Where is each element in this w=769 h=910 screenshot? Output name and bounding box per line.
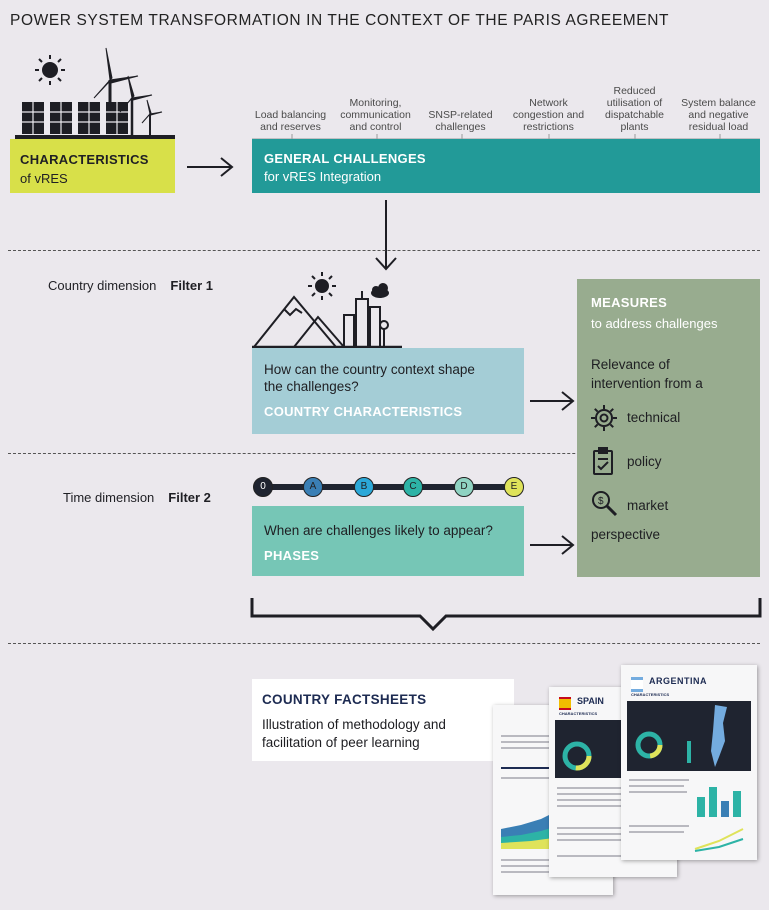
challenge-label-snsp: SNSP-related challenges [428, 109, 493, 133]
challenge-label-load-balancing: Load balancing and reserves [254, 109, 327, 133]
separator-3 [8, 643, 760, 644]
phases-box: When are challenges likely to appear? PH… [252, 506, 524, 576]
spain-title: SPAIN [577, 696, 604, 706]
separator-2 [8, 453, 760, 454]
phase-dot-b: B [354, 477, 374, 497]
measure-technical: technical [627, 410, 681, 425]
perspective-text: perspective [591, 527, 661, 542]
arrow-right-icon [530, 391, 575, 411]
country-question: How can the country context shape the ch… [264, 362, 475, 394]
solar-wind-illustration [15, 47, 175, 139]
measures-box: MEASURES to address challenges Relevance… [577, 279, 760, 577]
phase-dot-c: C [403, 477, 423, 497]
sun-icon [308, 272, 336, 300]
phase-dot-a: A [303, 477, 323, 497]
page-title: POWER SYSTEM TRANSFORMATION IN THE CONTE… [10, 12, 670, 29]
characteristics-box: CHARACTERISTICS of vRES [10, 139, 175, 193]
country-characteristics-box: How can the country context shape the ch… [252, 348, 524, 434]
phases-title: PHASES [264, 548, 320, 563]
city-buildings-icon [343, 291, 389, 348]
magnifier-coin-icon: $ [592, 491, 618, 517]
factsheets-subtitle: Illustration of methodology and facilita… [262, 717, 446, 750]
spain-section: CHARACTERISTICS [559, 711, 598, 716]
sun-icon [35, 55, 65, 85]
svg-text:$: $ [598, 496, 604, 507]
country-factsheets-box: COUNTRY FACTSHEETS Illustration of metho… [252, 679, 514, 761]
solar-panel-icon [15, 102, 175, 139]
line-chart-thumbnail [694, 828, 744, 852]
clipboard-check-icon [593, 447, 613, 475]
separator-1 [8, 250, 760, 251]
challenge-label-system-balance: System balance and negative residual loa… [681, 97, 756, 133]
country-characteristics-title: COUNTRY CHARACTERISTICS [264, 404, 463, 419]
spain-flag-icon [559, 697, 571, 710]
general-challenges-box: GENERAL CHALLENGES for vRES Integration [252, 139, 760, 193]
challenge-label-dispatchable: Reduced utilisation of dispatchable plan… [605, 85, 664, 133]
phase-dot-e: E [504, 477, 524, 497]
argentina-section: CHARACTERISTICS [631, 692, 670, 697]
challenge-label-network: Network congestion and restrictions [512, 97, 585, 133]
argentina-dark-panel [627, 701, 751, 771]
gear-icon [591, 405, 617, 431]
argentina-title: ARGENTINA [649, 676, 707, 686]
general-challenges-title: GENERAL CHALLENGES [264, 151, 426, 166]
factsheets-title: COUNTRY FACTSHEETS [262, 692, 427, 707]
arrow-right-icon [187, 157, 234, 177]
relevance-text: Relevance of intervention from a [591, 357, 703, 391]
mountain-icon [253, 295, 345, 348]
mountain-city-illustration [252, 272, 402, 349]
phase-dot-0: 0 [253, 477, 273, 497]
characteristics-subtitle: of vRES [20, 171, 68, 186]
phases-timeline-line [264, 484, 515, 490]
measure-market: market [627, 498, 669, 513]
bar-chart-thumbnail [697, 787, 741, 817]
measure-policy: policy [627, 454, 662, 469]
arrow-down-icon [375, 200, 397, 271]
characteristics-title: CHARACTERISTICS [20, 152, 149, 167]
map-thumbnail [711, 705, 727, 767]
factsheet-thumbnail-argentina: ARGENTINA CHARACTERISTICS [621, 665, 757, 860]
argentina-flag-icon [631, 677, 643, 692]
challenge-label-monitoring: Monitoring, communication and control [340, 97, 411, 133]
measures-subtitle: to address challenges [591, 316, 718, 331]
arrow-right-icon [530, 535, 575, 555]
measures-title: MEASURES [591, 295, 668, 310]
phase-dot-d: D [454, 477, 474, 497]
wind-turbine-icon [93, 47, 163, 135]
phases-question: When are challenges likely to appear? [264, 523, 493, 538]
bracket-brace [250, 598, 762, 632]
cloud-icon [371, 283, 389, 298]
general-challenges-subtitle: for vRES Integration [264, 169, 382, 184]
